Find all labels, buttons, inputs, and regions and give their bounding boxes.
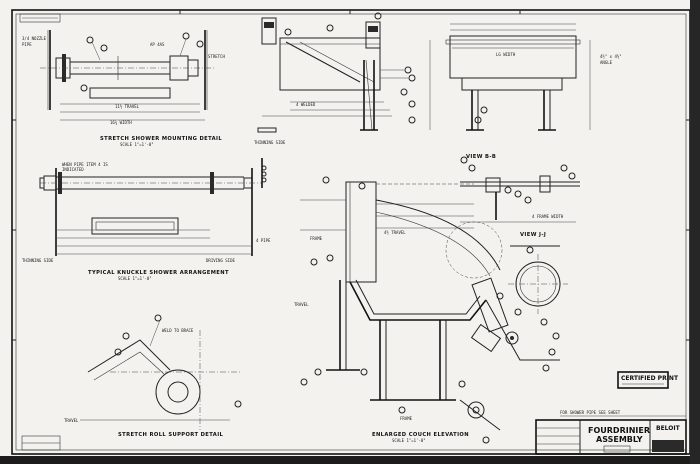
stamp-text: CERTIFIED PRINT <box>621 375 679 382</box>
label-thinning-side: THINNING SIDE <box>22 258 54 263</box>
view-title-bb: VIEW B-B <box>466 154 496 160</box>
title-line-1: FOURDRINIER <box>588 426 650 435</box>
svg-text:FRAME: FRAME <box>310 236 323 241</box>
svg-text:4 WELDED: 4 WELDED <box>296 102 316 107</box>
view-title-couch: ENLARGED COUCH ELEVATION <box>372 432 469 438</box>
svg-text:11½ TRAVEL: 11½ TRAVEL <box>115 104 140 109</box>
top-right-elevation: LG WIDTH 4½" x 4½" ANGLE <box>429 23 622 131</box>
svg-text:AP 4AS: AP 4AS <box>150 42 165 47</box>
view-title-jj: VIEW J-J <box>520 232 546 238</box>
inner-border <box>15 13 687 451</box>
title-block: FOURDRINIER ASSEMBLY BELOIT <box>535 419 687 455</box>
svg-text:STRETCH: STRETCH <box>208 54 225 59</box>
view-title-stretch-mounting: STRETCH SHOWER MOUNTING DETAIL <box>100 136 222 142</box>
svg-text:4½" x 4½": 4½" x 4½" <box>600 54 622 59</box>
svg-text:WHEN PIPE ITEM 4 IS: WHEN PIPE ITEM 4 IS <box>62 162 108 167</box>
view-bb: VIEW B-B 4 FRAME WIDTH <box>460 154 580 223</box>
company-name: BELOIT <box>656 425 681 432</box>
border-ticks <box>12 10 690 341</box>
svg-text:INDICATED: INDICATED <box>62 167 84 172</box>
small-hanger-detail: THINNING SIDE <box>254 127 286 188</box>
view-title-typical-knuckle: TYPICAL KNUCKLE SHOWER ARRANGEMENT <box>88 270 229 276</box>
svg-text:16¾ WIDTH: 16¾ WIDTH <box>110 120 132 126</box>
svg-text:PIPE: PIPE <box>22 42 32 47</box>
svg-text:TRAVEL: TRAVEL <box>64 418 79 423</box>
enlarged-couch-elevation: FRAME 4½ TRAVEL TRAVEL FRAME ENLARGED CO… <box>294 176 560 444</box>
view-jj: VIEW J-J <box>508 232 568 314</box>
view-title-stretch-roll: STRETCH ROLL SUPPORT DETAIL <box>118 432 224 438</box>
section-aa: 4 WELDED <box>261 12 416 131</box>
scale-note-3: SCALE 1"=1'-0" <box>392 438 426 443</box>
svg-text:WELD TO BRACE: WELD TO BRACE <box>162 328 194 333</box>
svg-text:TRAVEL: TRAVEL <box>294 302 309 307</box>
title-line-2: ASSEMBLY <box>596 435 643 444</box>
svg-text:FRAME: FRAME <box>400 416 413 421</box>
svg-text:3/4 NOZZLE: 3/4 NOZZLE <box>22 36 47 41</box>
svg-text:LG WIDTH: LG WIDTH <box>496 52 516 57</box>
certified-print-stamp: CERTIFIED PRINT <box>617 371 679 389</box>
svg-text:4 FRAME WIDTH: 4 FRAME WIDTH <box>532 214 564 219</box>
svg-text:4½ TRAVEL: 4½ TRAVEL <box>384 230 406 235</box>
svg-text:THINNING SIDE: THINNING SIDE <box>254 140 286 145</box>
svg-text:FOR SHOWER PIPE SEE SHEET: FOR SHOWER PIPE SEE SHEET <box>560 410 621 415</box>
svg-text:ANGLE: ANGLE <box>600 60 613 65</box>
stretch-shower-mounting-detail: 11½ TRAVEL 16¾ WIDTH 3/4 NOZZLE PIPE AP … <box>22 30 225 147</box>
label-driving-side: DRIVING SIDE <box>206 258 235 263</box>
stretch-roll-support-detail: WELD TO BRACE TRAVEL STRETCH ROLL SUPPOR… <box>64 314 242 438</box>
typical-knuckle-shower-arrangement: WHEN PIPE ITEM 4 IS INDICATED 4 PIPE THI… <box>22 162 271 281</box>
scale-note-1: SCALE 1"=1'-0" <box>120 142 154 147</box>
svg-text:4 PIPE: 4 PIPE <box>256 238 271 243</box>
scale-note-2: SCALE 1"=1'-0" <box>118 276 152 281</box>
